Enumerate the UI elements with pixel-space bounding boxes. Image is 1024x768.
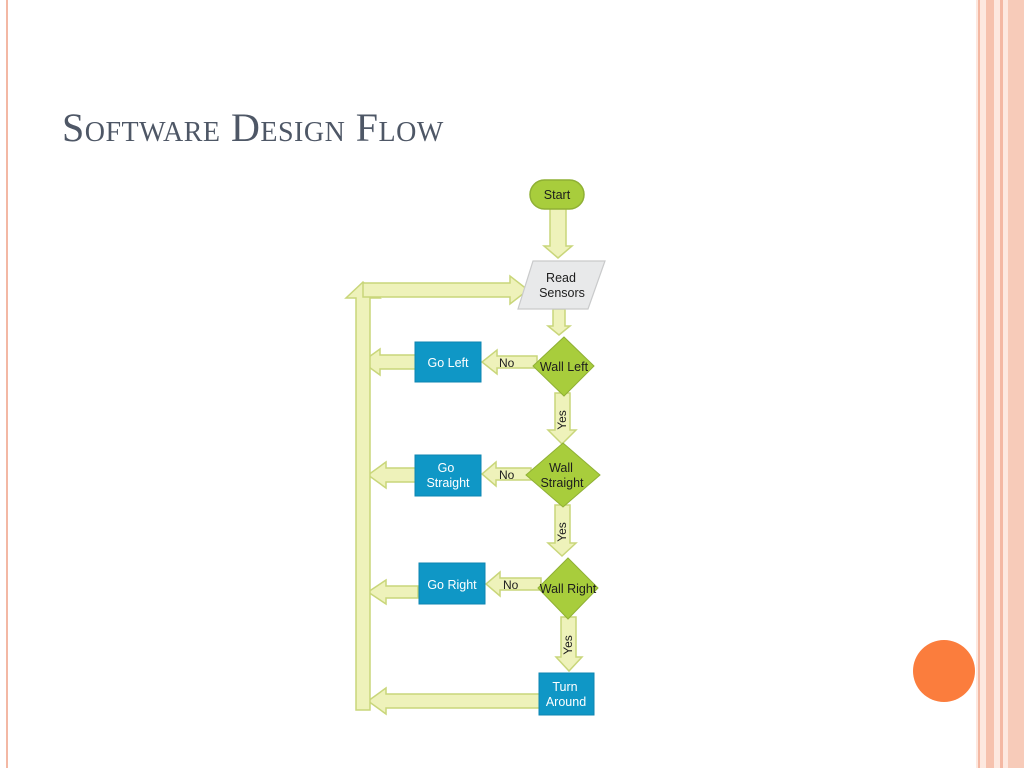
wall-straight-line-1: Wall <box>549 461 573 475</box>
wall-left-label: Wall Left <box>540 360 589 374</box>
read-sensors-node: Read Sensors <box>517 260 606 310</box>
start-node: Start <box>529 179 585 210</box>
action-go-straight: Go Straight <box>414 454 482 497</box>
action-go-left: Go Left <box>414 341 482 383</box>
arrow-wall-left-no <box>480 348 538 376</box>
read-sensors-line-2: Sensors <box>539 286 585 300</box>
go-straight-line-2: Straight <box>426 476 470 490</box>
wall-straight-line-2: Straight <box>540 476 584 490</box>
left-frame-border <box>0 0 8 768</box>
right-frame-stripes <box>976 0 1024 768</box>
arrow-go-straight-to-loop <box>366 460 417 490</box>
arrow-wall-straight-no <box>480 460 532 488</box>
arrow-go-left-to-loop <box>360 347 417 377</box>
no-label-wall-right: No <box>503 578 519 592</box>
decorative-orange-circle <box>913 640 975 702</box>
no-label-wall-straight: No <box>499 468 515 482</box>
yes-label-wall-right: Yes <box>561 635 575 655</box>
read-sensors-line-1: Read <box>546 271 576 285</box>
go-right-label: Go Right <box>427 578 477 592</box>
turn-around-line-1: Turn <box>552 680 577 694</box>
decision-wall-right: Wall Right <box>537 557 599 620</box>
no-label-wall-left: No <box>499 356 515 370</box>
arrow-wall-right-yes <box>554 616 584 673</box>
decision-wall-left: Wall Left <box>532 336 595 397</box>
arrow-wall-straight-yes <box>546 504 578 558</box>
yes-label-wall-left: Yes <box>555 410 569 430</box>
go-left-label: Go Left <box>428 356 470 370</box>
arrow-loop-back <box>344 280 382 711</box>
arrow-turn-around-to-loop <box>366 686 542 716</box>
action-turn-around: Turn Around <box>538 672 595 716</box>
start-label: Start <box>544 188 571 202</box>
connector-arrows <box>344 207 584 716</box>
arrow-wall-right-no <box>484 570 542 598</box>
arrow-read-to-wall-left <box>545 308 573 336</box>
turn-around-line-2: Around <box>546 695 586 709</box>
wall-right-label: Wall Right <box>540 582 597 596</box>
action-go-right: Go Right <box>418 562 486 605</box>
decision-wall-straight: Wall Straight <box>525 442 601 508</box>
arrow-go-right-to-loop <box>366 578 419 606</box>
arrow-wall-left-yes <box>546 392 578 446</box>
arrow-loop-to-read <box>362 274 530 306</box>
go-straight-line-1: Go <box>438 461 455 475</box>
arrow-start-to-read <box>541 207 575 259</box>
slide-title: Software Design Flow <box>62 105 444 150</box>
yes-label-wall-straight: Yes <box>555 522 569 542</box>
